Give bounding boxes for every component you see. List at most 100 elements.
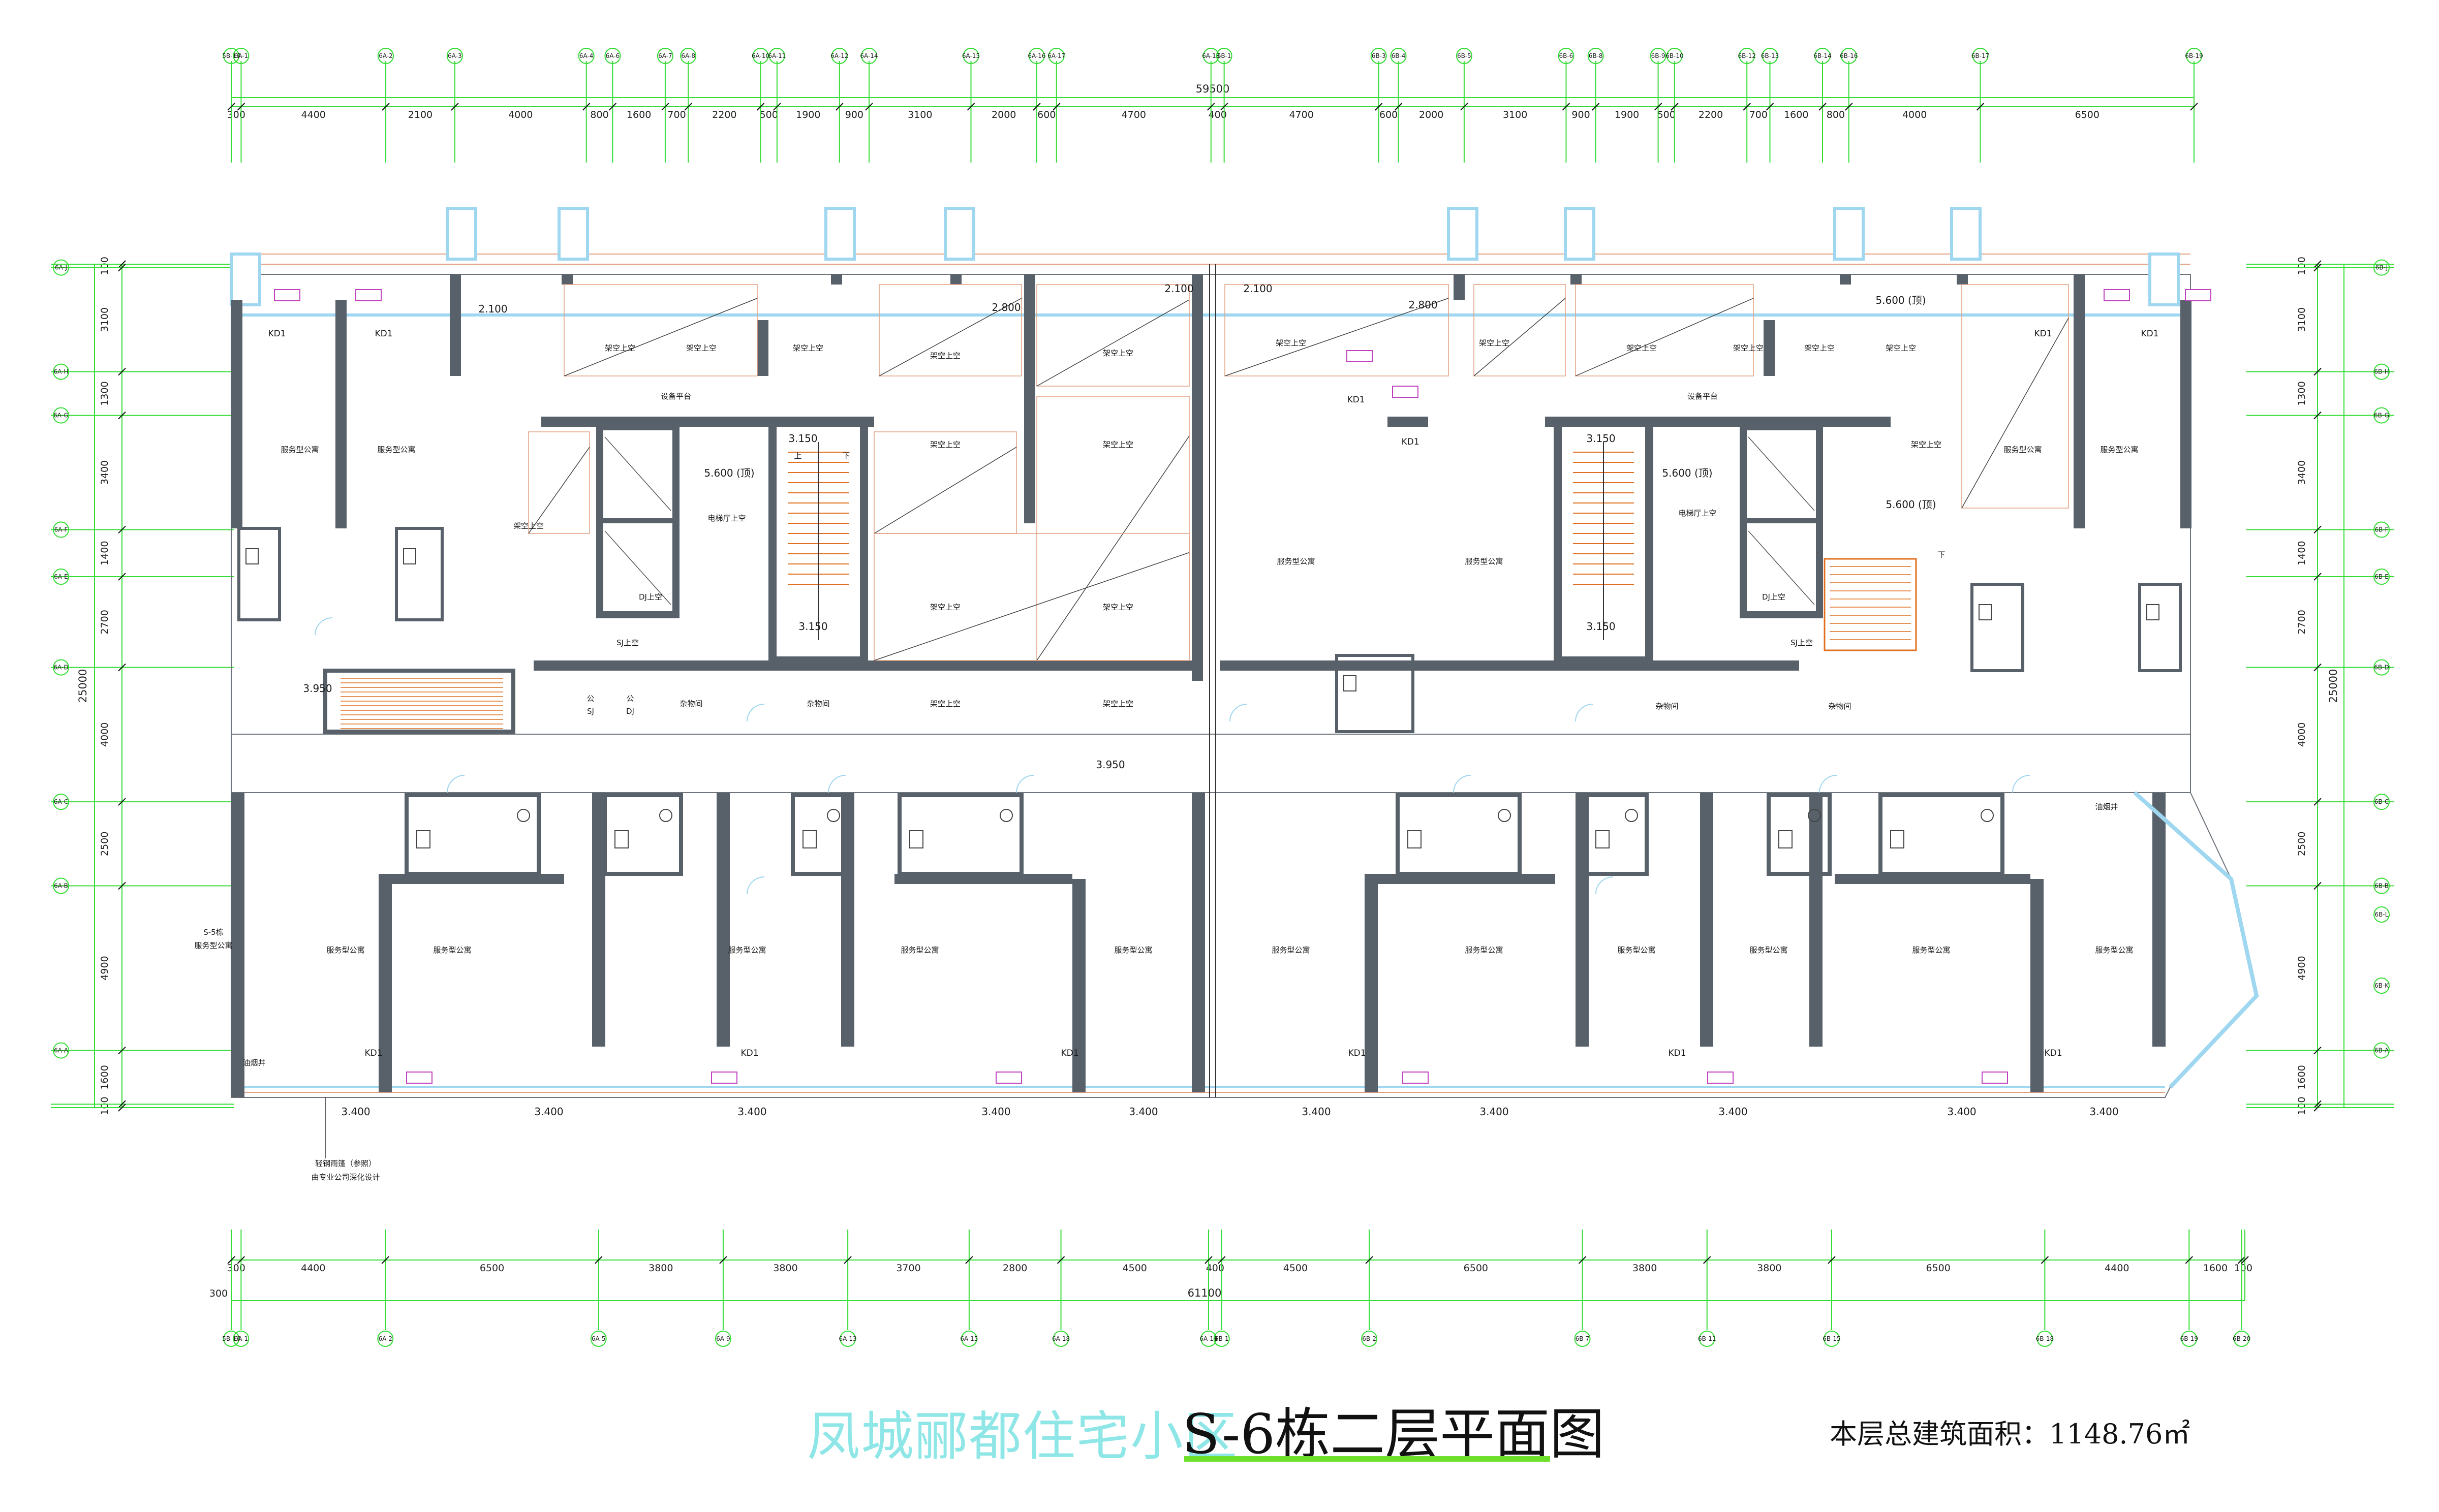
top-dim-seg-label: 2200	[712, 109, 736, 120]
sink-fixture	[517, 809, 530, 822]
room-label-void-above: 架空上空	[930, 440, 961, 449]
bottom-axis-bubble-circle	[2233, 1331, 2250, 1347]
wall-segment	[717, 793, 730, 1047]
top-dim-seg-label: 4700	[1289, 109, 1313, 120]
kd1-mark: KD1	[375, 329, 392, 339]
room-label-service-apartment: 服务型公寓	[1749, 946, 1787, 955]
room-label-elevator-hall-void: 电梯厅上空	[707, 514, 746, 523]
left-dim-slash	[118, 1104, 126, 1112]
top-dim-slash	[237, 103, 245, 111]
right-axis-bubble-label: 6B-B	[2374, 883, 2389, 890]
left-dim-slash	[118, 525, 126, 534]
bottom-dim-slash	[1828, 1256, 1836, 1264]
bottom-dim-seg-label: 4500	[1123, 1263, 1147, 1274]
sink-fixture	[1808, 809, 1821, 822]
room-label-equipment-platform: 设备平台	[661, 392, 691, 401]
toilet-fixture	[2146, 604, 2159, 620]
wall-segment	[1192, 274, 1203, 681]
kd1-mark: KD1	[1668, 1048, 1686, 1058]
room-label-service-apartment: 服务型公寓	[728, 946, 766, 955]
top-dim-slash	[382, 103, 390, 111]
bottom-axis-bubble-circle	[1200, 1331, 1217, 1347]
room-label-public-sj: SJ	[587, 707, 594, 716]
top-axis-bubble-label: 6B-9	[1651, 52, 1665, 59]
elevation-mark: 3.150	[1586, 432, 1615, 445]
top-axis-bubble-circle	[657, 48, 673, 64]
wall-segment	[1365, 879, 1378, 1092]
top-axis-bubble-circle	[752, 48, 769, 64]
room-label-elevator-hall-void: 电梯厅上空	[1678, 509, 1716, 518]
elevation-mark: 3.950	[1096, 759, 1125, 771]
right-dim-slash	[2313, 525, 2322, 534]
north-window-pier	[1950, 207, 1982, 261]
ac-unit	[274, 289, 300, 301]
top-dim-slash	[451, 103, 459, 111]
void-zone-outline	[1473, 284, 1566, 376]
room-label-service-apartment: 服务型公寓	[433, 946, 471, 955]
left-dim-slash	[118, 1100, 126, 1109]
bottom-axis-bubble-circle	[1574, 1331, 1591, 1347]
bottom-dim-seg-label: 6500	[1926, 1263, 1950, 1274]
top-dim-slash	[1818, 103, 1827, 111]
top-axis-bubble-label: 6B-5	[1457, 52, 1471, 59]
top-dim-seg-label: 4000	[508, 109, 533, 120]
room-label-storage: 杂物间	[1828, 702, 1851, 711]
top-axis-bubble-circle	[1048, 48, 1065, 64]
bottom-axis-bubble-label: 6B-11	[1698, 1335, 1716, 1342]
void-zone-outline	[879, 284, 1022, 376]
room-label-storage: 杂物间	[680, 699, 702, 708]
bottom-dim-slash	[381, 1256, 389, 1264]
plan-labels: 服务型公寓服务型公寓服务型公寓服务型公寓服务型公寓服务型公寓服务型公寓服务型公寓…	[194, 282, 2158, 1182]
void-diagonal	[1473, 298, 1566, 376]
bottom-dim-seg-label: 4500	[1283, 1263, 1308, 1274]
left-axis-bubble-circle	[53, 877, 69, 894]
door-swing	[1595, 876, 1614, 895]
room-label-void-above: 架空上空	[1103, 349, 1133, 358]
left-dim-slash	[118, 260, 126, 268]
wall-segment	[450, 274, 461, 376]
left-dim-seg-label: 1600	[99, 1065, 110, 1089]
top-dim-slash	[582, 103, 591, 111]
room-label-service-apartment: 服务型公寓	[1912, 946, 1950, 955]
top-dim-seg-label: 2200	[1699, 109, 1723, 120]
floor-area-note: 本层总建筑面积：1148.76㎡	[1830, 1418, 2190, 1450]
top-dim-seg-label: 3100	[908, 109, 932, 120]
left-axis-bubble-circle	[53, 1042, 69, 1059]
top-axis-bubble-label: 6B-16	[1840, 52, 1858, 59]
drawing-title: S-6栋二层平面图	[1182, 1403, 1605, 1466]
room-label-void-above: 架空上空	[1733, 343, 1764, 353]
top-dim-seg-label: 500	[760, 109, 778, 120]
void-zone-outline	[1575, 284, 1754, 376]
room-label-service-apartment: 服务型公寓	[2003, 445, 2042, 454]
room-label-public-dj: DJ	[626, 707, 634, 716]
bathroom-wall	[405, 793, 541, 876]
room-label-service-apartment: 服务型公寓	[377, 445, 415, 454]
bottom-dim-slash	[1205, 1256, 1213, 1264]
wall-segment	[335, 300, 347, 528]
bottom-axis-bubble-circle	[233, 1331, 250, 1347]
elevation-mark: 5.600 (顶)	[1886, 498, 1936, 511]
top-axis-bubble-circle	[1814, 48, 1831, 64]
right-dim-slash	[2313, 1046, 2322, 1055]
left-dim-seg-label: 3400	[99, 460, 110, 485]
top-axis-bubble-circle	[378, 48, 394, 64]
toilet-fixture	[245, 548, 259, 564]
toilet-fixture	[909, 830, 923, 848]
floor-drawing	[230, 207, 2259, 1098]
top-axis-bubble-label: 6A-14	[860, 52, 878, 59]
ac-unit	[355, 289, 382, 301]
room-label-public-sj: 公	[586, 694, 594, 703]
wall-segment	[1957, 274, 1968, 285]
void-diagonal	[879, 298, 1022, 376]
kd1-mark: KD1	[1401, 437, 1419, 447]
room-label-service-apartment: 服务型公寓	[1465, 557, 1503, 566]
room-label-void-above: 架空上空	[793, 343, 823, 353]
top-axis-bubble-circle	[1558, 48, 1574, 64]
room-label-void-above: 架空上空	[1103, 699, 1133, 708]
toilet-fixture	[416, 830, 430, 848]
north-window-pier	[824, 207, 856, 261]
top-axis-bubble-label: 6B-3	[1372, 52, 1386, 59]
bottom-axis-bubble-circle	[1361, 1331, 1378, 1347]
void-diagonal	[874, 552, 1190, 661]
